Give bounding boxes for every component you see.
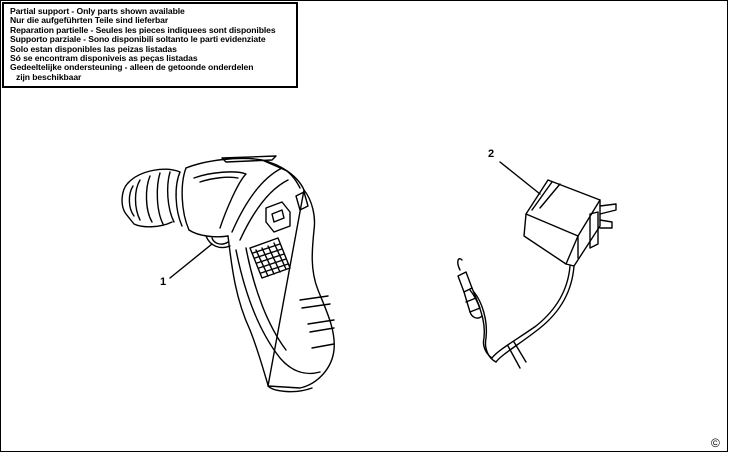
callout-part-2: 2 xyxy=(488,148,495,160)
notice-line-en: Partial support - Only parts shown avail… xyxy=(10,6,185,16)
callout-part-1: 1 xyxy=(160,276,167,288)
notice-line-it: Supporto parziale - Sono disponibili sol… xyxy=(10,34,266,45)
cordless-screwdriver-icon xyxy=(121,155,335,393)
notice-line-pt: Só se encontram disponiveis as peças lis… xyxy=(10,53,198,64)
notice-line-fr: Reparation partielle - Seules les pieces… xyxy=(10,24,276,35)
leader-line-1 xyxy=(169,243,213,279)
parts-availability-notice: Partial support - Only parts shown avail… xyxy=(2,2,298,88)
copyright-symbol: © xyxy=(711,436,720,450)
notice-line-es: Solo estan disponibles las peizas listad… xyxy=(10,43,177,54)
notice-line-nl: Gedeeltelijke ondersteuning - alleen de … xyxy=(10,62,254,73)
notice-line-nl-cont: zijn beschikbaar xyxy=(16,71,82,82)
notice-line-de: Nur die aufgeführten Teile sind lieferba… xyxy=(10,15,169,26)
leader-line-2 xyxy=(499,161,541,195)
plug-charger-icon xyxy=(457,179,617,369)
